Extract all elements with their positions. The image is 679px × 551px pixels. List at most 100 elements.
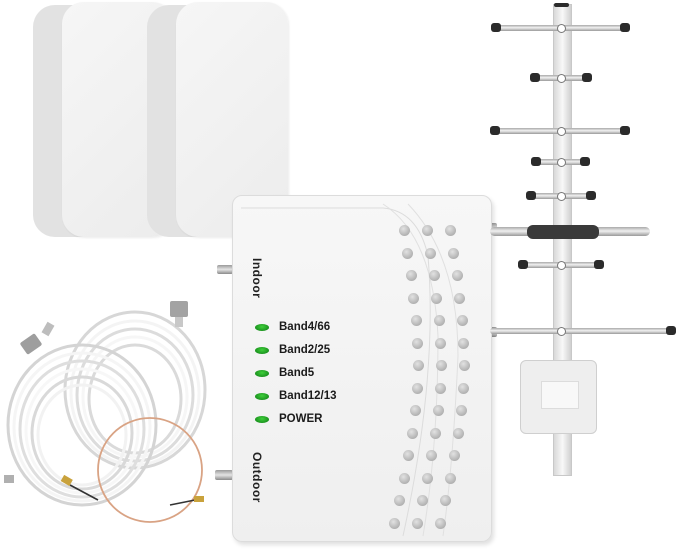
element-end-cap	[666, 326, 676, 335]
indicator-power: POWER	[255, 413, 322, 425]
indicator-label: POWER	[279, 413, 323, 425]
vent-hole	[439, 495, 451, 506]
vent-hole	[428, 270, 440, 281]
sma-jumper-cable	[60, 417, 204, 523]
vent-hole	[398, 472, 410, 484]
screw-icon	[557, 327, 566, 336]
vent-hole	[435, 382, 447, 394]
cable-coil-back	[63, 310, 207, 470]
vent-hole	[435, 360, 447, 371]
screw-icon	[557, 192, 566, 201]
element-end-cap	[620, 23, 630, 32]
vent-hole	[389, 517, 400, 529]
element-end-cap	[620, 126, 630, 135]
indoor-port-connector	[217, 265, 233, 274]
signal-booster-unit: Indoor Outdoor Band4/66 Band2/25 Band5 B…	[232, 195, 492, 542]
led-icon	[255, 415, 269, 423]
led-icon	[255, 346, 269, 354]
led-icon	[255, 323, 269, 331]
outdoor-port-connector	[215, 470, 233, 480]
indicator-label: Band5	[279, 367, 315, 379]
vent-hole	[412, 337, 424, 349]
indicator-label: Band2/25	[279, 344, 331, 356]
bracket-label-plate	[541, 381, 579, 409]
yagi-hub	[545, 212, 579, 246]
led-icon	[255, 369, 269, 377]
indicator-label: Band12/13	[279, 390, 337, 402]
vent-hole	[402, 450, 414, 461]
element-end-cap	[594, 260, 604, 269]
yagi-element	[532, 75, 592, 81]
vent-hole	[408, 292, 420, 304]
yagi-element	[490, 328, 676, 334]
coaxial-cable-coils	[4, 301, 207, 523]
vent-hole	[422, 225, 433, 236]
indicator-band2-25: Band2/25	[255, 344, 330, 356]
vent-hole	[435, 517, 446, 529]
indicator-band5: Band5	[255, 367, 314, 379]
yagi-boom	[553, 4, 572, 476]
vent-hole	[452, 427, 464, 439]
vent-hole	[431, 292, 443, 304]
cable-coil-front	[6, 343, 158, 507]
screw-icon	[557, 74, 566, 83]
screw-icon	[557, 158, 566, 167]
vent-hole	[445, 225, 456, 236]
vent-hole	[444, 472, 456, 484]
element-end-cap	[526, 191, 536, 200]
vent-hole	[435, 337, 447, 349]
element-end-cap	[582, 73, 592, 82]
mounting-bracket	[520, 360, 597, 434]
outdoor-port-label: Outdoor	[250, 452, 264, 503]
yagi-element	[528, 193, 596, 199]
n-connector-icon	[4, 301, 188, 483]
element-end-cap	[518, 260, 528, 269]
vent-hole	[406, 427, 418, 439]
yagi-driven-element	[490, 227, 650, 236]
yagi-end-cap	[554, 3, 569, 7]
vent-hole	[416, 495, 428, 506]
vent-hole	[410, 315, 422, 326]
yagi-element	[520, 262, 604, 268]
vent-hole	[402, 247, 414, 259]
indoor-port-label: Indoor	[250, 258, 264, 299]
vent-hole	[451, 270, 463, 281]
element-end-cap	[531, 157, 541, 166]
vent-hole	[429, 427, 441, 439]
element-end-cap	[580, 157, 590, 166]
element-end-cap	[490, 126, 500, 135]
vent-hole	[456, 315, 468, 326]
vent-hole	[393, 495, 405, 506]
yagi-element	[493, 25, 630, 31]
yagi-clamp	[527, 225, 599, 239]
indicator-band4-66: Band4/66	[255, 321, 330, 333]
vent-hole	[412, 360, 424, 371]
vent-hole	[405, 270, 417, 281]
screw-icon	[557, 127, 566, 136]
indicator-band12-13: Band12/13	[255, 390, 337, 402]
screw-icon	[557, 24, 566, 33]
element-end-cap	[586, 191, 596, 200]
vent-hole	[458, 337, 470, 349]
vent-hole	[433, 315, 445, 326]
vent-hole	[454, 292, 466, 304]
yagi-element	[533, 159, 590, 165]
vent-hole	[421, 472, 433, 484]
vent-hole	[455, 405, 467, 416]
element-end-cap	[530, 73, 540, 82]
vent-hole	[458, 360, 470, 371]
vent-hole	[412, 517, 423, 529]
vent-hole	[458, 382, 470, 394]
vent-hole	[448, 450, 460, 461]
led-icon	[255, 392, 269, 400]
vent-hole	[409, 405, 421, 416]
vent-hole	[448, 247, 460, 259]
yagi-element	[492, 128, 630, 134]
screw-icon	[557, 261, 566, 270]
vent-hole	[412, 382, 424, 394]
element-end-cap	[491, 23, 501, 32]
indicator-label: Band4/66	[279, 321, 331, 333]
vent-hole	[432, 405, 444, 416]
vent-hole	[425, 450, 437, 461]
vent-hole	[399, 225, 410, 236]
